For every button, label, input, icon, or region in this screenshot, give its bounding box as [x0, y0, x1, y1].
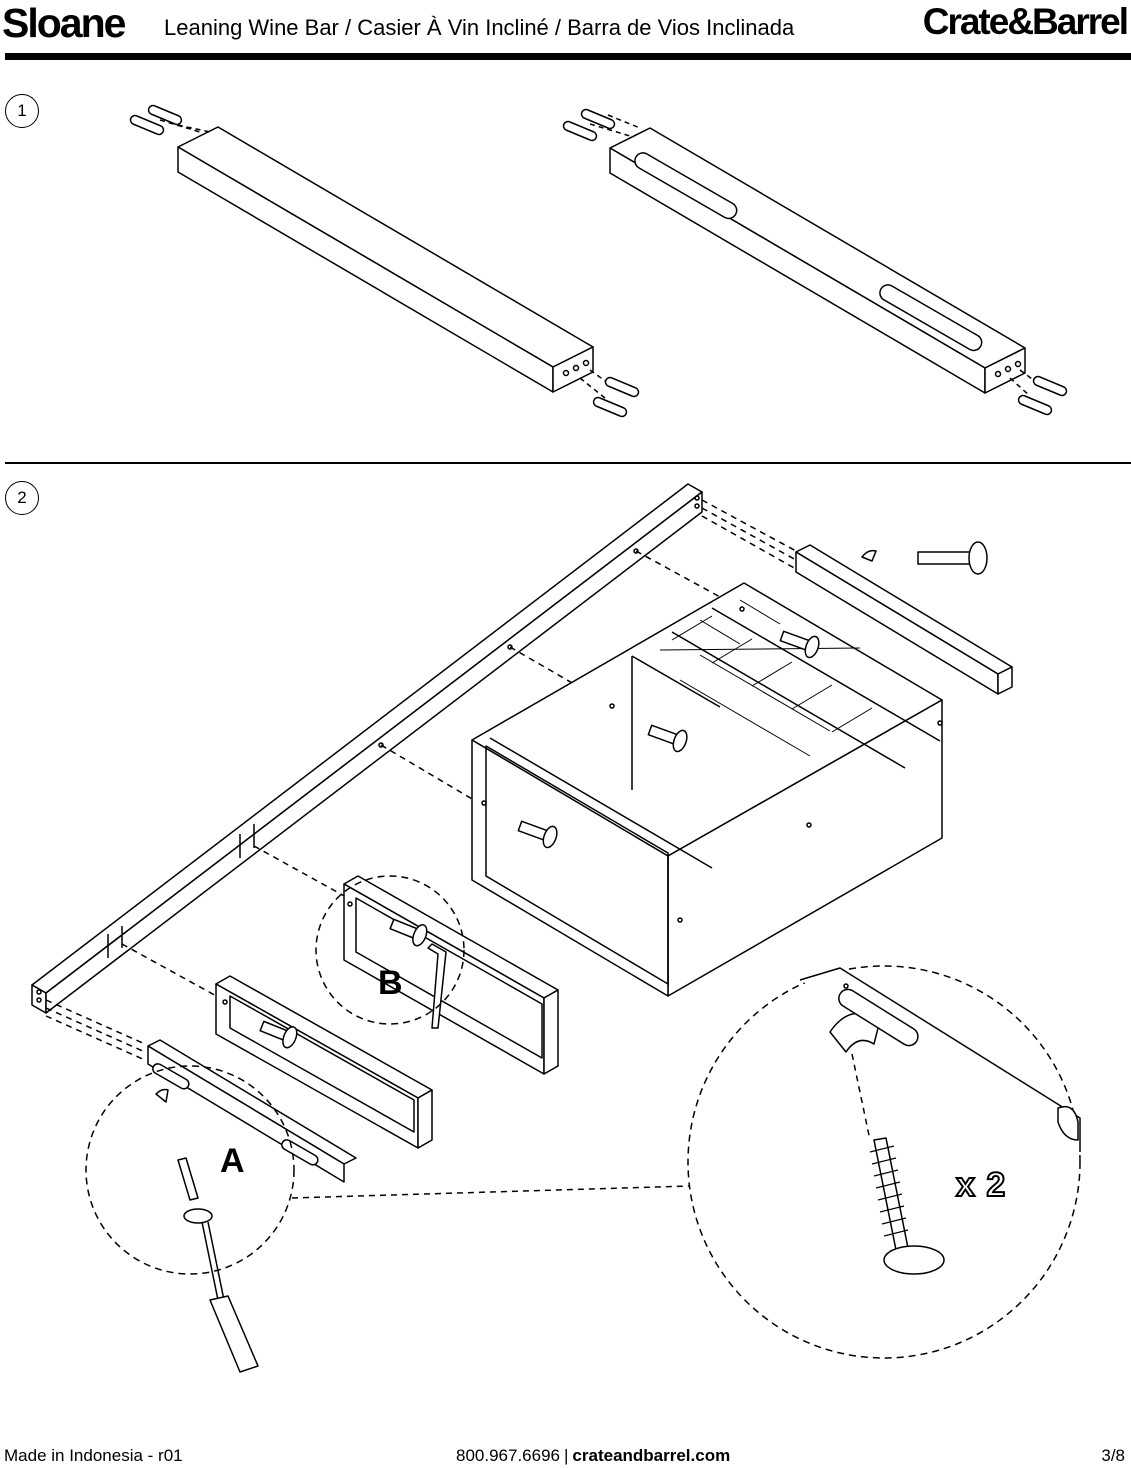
contact-info: 800.967.6696|crateandbarrel.com [456, 1446, 730, 1466]
website-link[interactable]: crateandbarrel.com [572, 1446, 731, 1465]
quantity-label: x 2 [955, 1165, 1007, 1205]
callout-a-label: A [220, 1142, 245, 1180]
detail-screw-icon [829, 1012, 945, 1275]
footer-separator: | [564, 1446, 569, 1465]
callout-b-label: B [378, 964, 403, 1002]
step2-wine-cabinet [471, 582, 943, 997]
section-divider [5, 462, 1131, 464]
step-1-badge: 1 [5, 94, 39, 128]
page-footer: Made in Indonesia - r01 800.967.6696|cra… [0, 1446, 1131, 1468]
callout-b-circle [315, 875, 465, 1025]
step-2-badge: 2 [5, 481, 39, 515]
origin-text: Made in Indonesia - r01 [4, 1446, 183, 1465]
brand-logo: Crate&Barrel [922, 1, 1129, 42]
step2-top-rail [795, 541, 1013, 695]
step2-frame-lower [215, 975, 433, 1149]
step2-long-rail [31, 483, 703, 1014]
step2-frame-b [343, 875, 559, 1075]
alignment-lines [45, 499, 797, 1199]
detail-callout-circle [687, 965, 1081, 1359]
page-header: Sloane Leaning Wine Bar / Casier À Vin I… [0, 0, 1131, 64]
cabinet-screws [517, 630, 820, 849]
step2-short-rail [147, 1039, 357, 1183]
product-title: Leaning Wine Bar / Casier À Vin Incliné … [164, 15, 795, 40]
header-divider [5, 53, 1131, 60]
page-number: 3/8 [1101, 1446, 1125, 1465]
step1-plain-rail [129, 104, 640, 418]
brand-name: Sloane [2, 0, 126, 46]
step1-slotted-rail [562, 108, 1068, 416]
callout-a-circle [85, 1065, 295, 1275]
screwdriver-icon [177, 1157, 259, 1373]
detail-rail [799, 967, 1081, 1152]
phone-number: 800.967.6696 [456, 1446, 560, 1465]
